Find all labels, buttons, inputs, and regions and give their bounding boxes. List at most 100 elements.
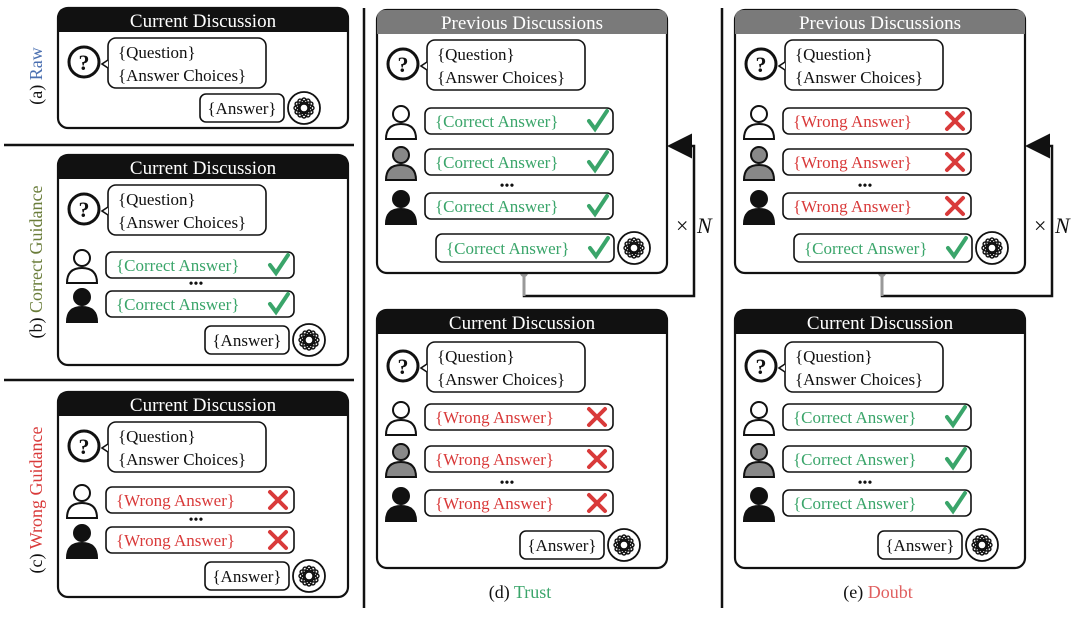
check-icon	[945, 491, 967, 515]
question-icon: ?	[744, 349, 778, 383]
user-white-icon	[742, 401, 776, 436]
wrong-answer-text: {Wrong Answer}	[793, 112, 912, 131]
ai-correct-answer-bubble	[793, 233, 973, 263]
feedback-loop-trust: × N	[520, 133, 713, 298]
cross-icon	[587, 407, 607, 427]
question-icon: ?	[67, 45, 101, 79]
wrong-answer-text: {Wrong Answer}	[793, 197, 912, 216]
correct-answer-text: {Correct Answer}	[116, 256, 239, 275]
panel-header	[58, 8, 348, 32]
panel-title: Current Discussion	[130, 395, 277, 416]
wrong-answer-bubble	[105, 526, 295, 554]
panel-title: Current Discussion	[130, 158, 277, 179]
ai-logo-icon	[292, 323, 326, 357]
cross-icon	[587, 493, 607, 513]
caption-raw: (a) Raw	[26, 47, 47, 104]
caption-trust: (d) Trust	[489, 582, 552, 603]
answer-choices-text: {Answer Choices}	[118, 450, 246, 469]
ellipsis: •••	[189, 513, 204, 528]
panel-header	[735, 10, 1025, 34]
correct-answer-bubble	[782, 445, 972, 473]
question-text: {Question}	[118, 190, 196, 209]
user-white-icon	[65, 249, 99, 284]
correct-answer-bubble	[105, 290, 295, 318]
panel-title: Current Discussion	[807, 313, 954, 334]
answer-choices-text: {Answer Choices}	[437, 370, 565, 389]
ai-correct-answer-text: {Correct Answer}	[804, 239, 927, 258]
ellipsis: •••	[500, 179, 515, 194]
svg-text:?: ?	[756, 354, 767, 379]
answer-choices-text: {Answer Choices}	[118, 66, 246, 85]
wrong-answer-bubble	[424, 403, 614, 431]
wrong-answer-bubble	[424, 445, 614, 473]
caption-wrong-guidance: (c) Wrong Guidance	[26, 427, 47, 574]
panel-header	[735, 310, 1025, 334]
ai-logo-icon	[965, 528, 999, 562]
wrong-answer-bubble	[424, 489, 614, 517]
correct-answer-text: {Correct Answer}	[435, 153, 558, 172]
panel-header	[377, 10, 667, 34]
ellipsis: •••	[858, 476, 873, 491]
n-label: N	[1054, 213, 1071, 238]
question-icon: ?	[744, 47, 778, 81]
svg-text:?: ?	[79, 50, 90, 75]
ai-answer-bubble	[877, 530, 963, 560]
question-icon: ?	[67, 429, 101, 463]
correct-answer-bubble	[782, 403, 972, 431]
panel-trust-previous: Previous Discussions?{Question}{Answer C…	[375, 8, 669, 275]
wrong-answer-bubble	[782, 148, 972, 176]
ellipsis: •••	[858, 179, 873, 194]
user-white-icon	[742, 105, 776, 140]
ellipsis: •••	[500, 476, 515, 491]
ai-correct-answer-bubble	[435, 233, 615, 263]
ai-logo-icon	[287, 91, 321, 125]
question-icon: ?	[67, 192, 101, 226]
svg-text:?: ?	[79, 434, 90, 459]
check-icon	[587, 194, 609, 218]
ai-logo-icon	[607, 528, 641, 562]
ai-answer-text: {Answer}	[885, 536, 954, 555]
ai-answer-bubble	[204, 561, 290, 591]
ai-logo-icon	[292, 559, 326, 593]
correct-answer-text: {Correct Answer}	[435, 112, 558, 131]
user-white-icon	[384, 105, 418, 140]
answer-choices-text: {Answer Choices}	[118, 213, 246, 232]
ai-answer-bubble	[199, 93, 285, 123]
panel-title: Current Discussion	[449, 313, 596, 334]
svg-text:?: ?	[756, 52, 767, 77]
correct-answer-text: {Correct Answer}	[793, 494, 916, 513]
panel-header	[58, 155, 348, 179]
question-text: {Question}	[118, 427, 196, 446]
correct-answer-bubble	[424, 148, 614, 176]
caption-correct-guidance: (b) Correct Guidance	[26, 186, 47, 339]
user-black-icon	[384, 190, 418, 225]
ai-answer-bubble	[519, 530, 605, 560]
user-black-icon	[742, 190, 776, 225]
panel-doubt-current: Current Discussion?{Question}{Answer Cho…	[733, 308, 1027, 570]
panel-title: Previous Discussions	[799, 13, 961, 34]
user-black-icon	[65, 288, 99, 323]
panel-title: Current Discussion	[130, 11, 277, 32]
panel-header	[377, 310, 667, 334]
check-icon	[268, 292, 290, 316]
user-black-icon	[384, 487, 418, 522]
correct-answer-text: {Correct Answer}	[793, 450, 916, 469]
user-black-icon	[65, 524, 99, 559]
panel-raw: Current Discussion?{Question}{Answer Cho…	[56, 6, 350, 130]
wrong-answer-text: {Wrong Answer}	[116, 491, 235, 510]
ai-answer-text: {Answer}	[527, 536, 596, 555]
correct-answer-text: {Correct Answer}	[793, 408, 916, 427]
user-gray-icon	[742, 146, 776, 181]
wrong-answer-text: {Wrong Answer}	[435, 494, 554, 513]
check-icon	[587, 150, 609, 174]
check-icon	[587, 109, 609, 133]
ellipsis: •••	[189, 277, 204, 292]
cross-icon	[587, 449, 607, 469]
question-text: {Question}	[437, 347, 515, 366]
cross-icon	[945, 111, 965, 131]
answer-choices-text: {Answer Choices}	[795, 370, 923, 389]
check-icon	[945, 405, 967, 429]
times-label: ×	[1034, 213, 1046, 238]
wrong-answer-text: {Wrong Answer}	[435, 450, 554, 469]
